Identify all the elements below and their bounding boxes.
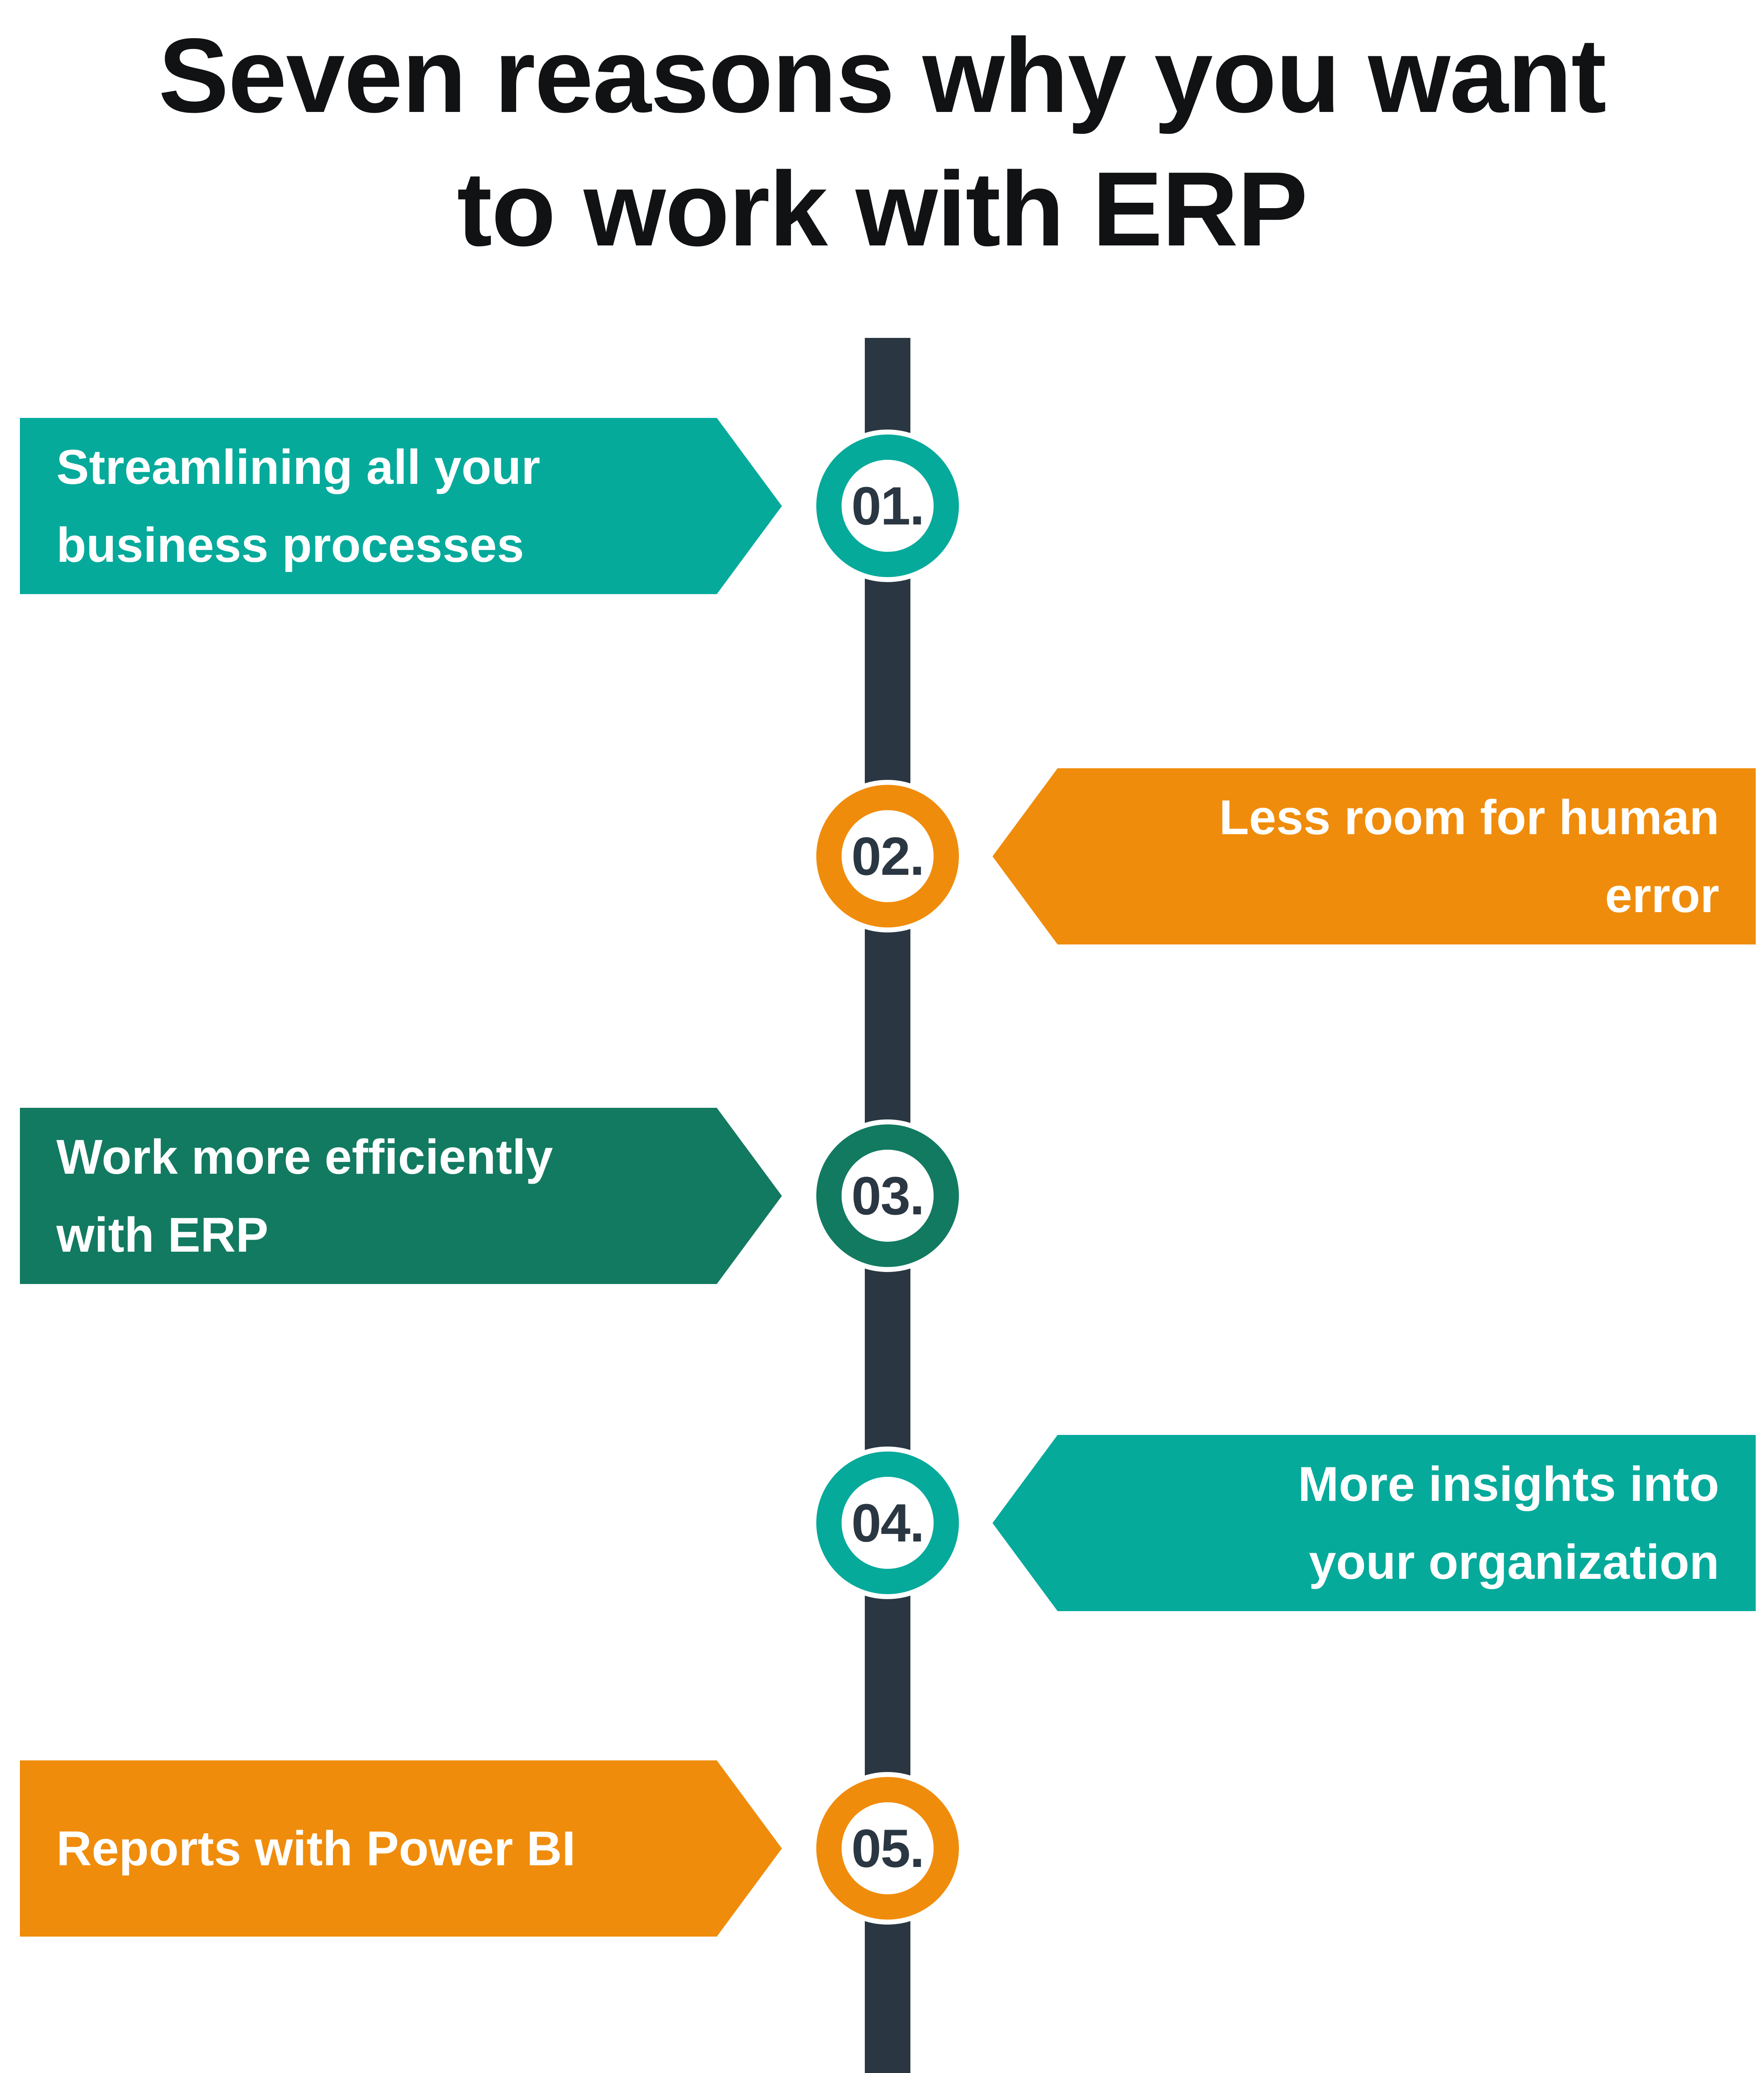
timeline-item-5: Reports with Power BI 05. (0, 1760, 1764, 1937)
item-2-step-badge: 02. (811, 780, 964, 932)
item-3-step-number: 03. (851, 1165, 925, 1226)
item-1-banner: Streamlining all your business processes (20, 418, 782, 594)
item-5-badge-inner: 05. (842, 1802, 934, 1894)
item-5-label-line-1: Reports with Power BI (56, 1821, 576, 1876)
item-5-banner: Reports with Power BI (20, 1760, 782, 1937)
item-4-badge-inner: 04. (842, 1477, 934, 1569)
item-2-label-line-1: Less room for human error (1219, 790, 1719, 923)
item-5-step-badge: 05. (811, 1772, 964, 1925)
timeline-item-2: Less room for human error 02. (0, 768, 1764, 944)
item-5-step-number: 05. (851, 1818, 925, 1879)
timeline-item-3: Work more efficiently with ERP 03. (0, 1108, 1764, 1284)
item-3-banner: Work more efficiently with ERP (20, 1108, 782, 1284)
item-2-step-number: 02. (851, 826, 925, 886)
timeline-item-4: More insights into your organization 04. (0, 1435, 1764, 1611)
item-1-step-number: 01. (851, 476, 925, 536)
page-title: Seven reasons why you want to work with … (0, 9, 1764, 276)
item-3-label-line-1: Work more efficiently (56, 1129, 553, 1185)
timeline-item-1: Streamlining all your business processes… (0, 418, 1764, 594)
item-4-step-badge: 04. (811, 1447, 964, 1599)
page-title-line-1: Seven reasons why you want (158, 17, 1606, 135)
item-3-badge-inner: 03. (842, 1150, 934, 1242)
item-4-label-line-1: More insights into (1298, 1456, 1719, 1512)
item-3-label-line-2: with ERP (56, 1207, 269, 1262)
item-1-label-line-2: business processes (56, 517, 524, 573)
item-4-banner: More insights into your organization (992, 1435, 1756, 1611)
item-4-label-line-2: your organization (1309, 1534, 1719, 1590)
item-2-badge-inner: 02. (842, 810, 934, 902)
item-2-banner: Less room for human error (992, 768, 1756, 944)
page-title-line-2: to work with ERP (457, 150, 1308, 268)
item-4-step-number: 04. (851, 1493, 925, 1553)
item-1-label-line-1: Streamlining all your (56, 439, 541, 495)
item-3-step-badge: 03. (811, 1119, 964, 1272)
item-1-badge-inner: 01. (842, 460, 934, 552)
item-1-step-badge: 01. (811, 430, 964, 582)
